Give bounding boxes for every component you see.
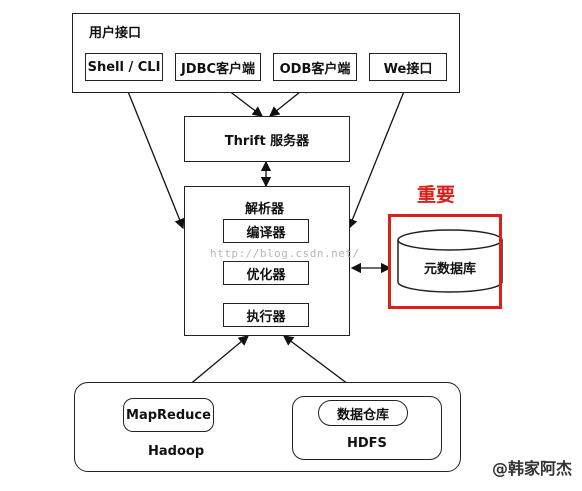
- shell-cli-box: Shell / CLI: [85, 53, 163, 81]
- web-interface-box: We接口: [369, 53, 447, 81]
- hadoop-label: Hadoop: [148, 444, 205, 459]
- author-watermark: @韩家阿杰: [491, 459, 572, 478]
- blog-watermark: http://blog.csdn.net/: [210, 247, 360, 260]
- odb-client-box: ODB客户端: [273, 53, 357, 81]
- executor-box: 执行器: [223, 303, 309, 327]
- arrow-shell-driver: [124, 83, 185, 230]
- metastore-label: 元数据库: [423, 261, 476, 277]
- compiler-box: 编译器: [223, 219, 309, 243]
- metastore-highlight-frame: [388, 214, 502, 309]
- jdbc-client-box: JDBC客户端: [175, 53, 261, 81]
- driver-title: 解析器: [245, 202, 285, 217]
- hdfs-label: HDFS: [347, 436, 387, 451]
- datastore-box: 数据仓库: [318, 400, 408, 426]
- user-interface-title: 用户接口: [89, 26, 142, 41]
- arrow-web-driver: [347, 83, 408, 230]
- important-annotation: 重要: [417, 184, 456, 206]
- optimizer-box: 优化器: [223, 261, 309, 285]
- mapreduce-box: MapReduce: [123, 398, 214, 432]
- thrift-server-box: Thrift 服务器: [184, 116, 350, 162]
